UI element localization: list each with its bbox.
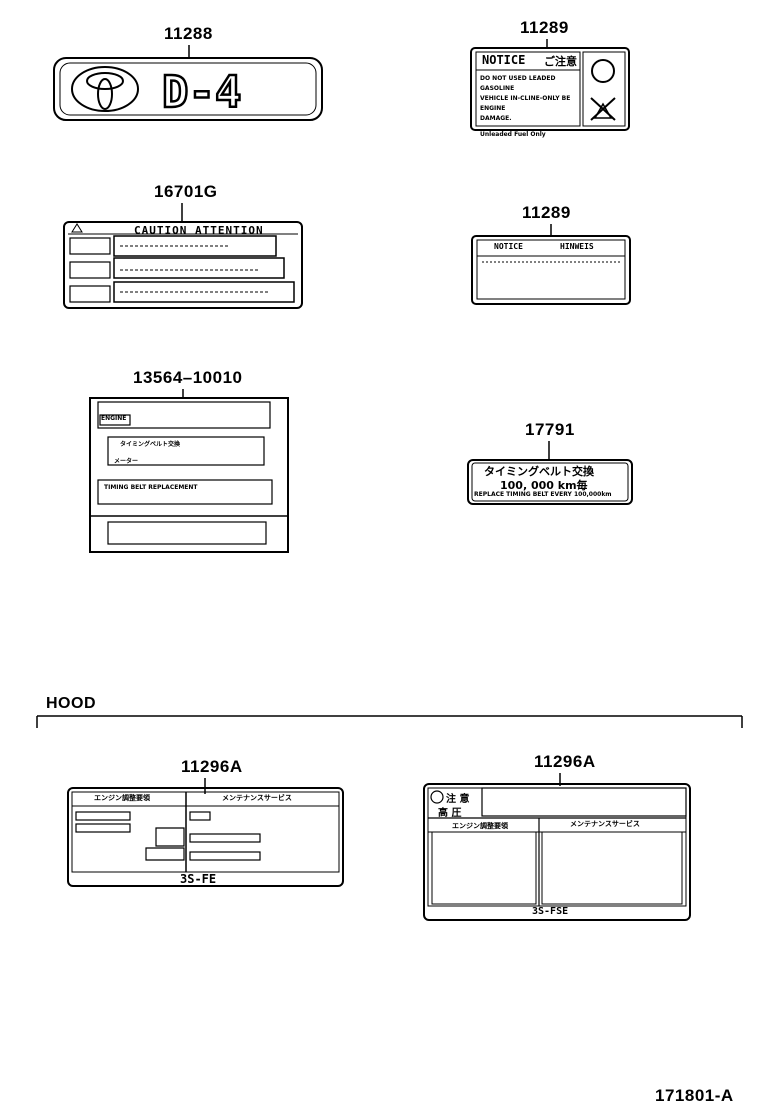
timing-belt-replacement: TIMING BELT REPLACEMENT bbox=[104, 484, 198, 491]
part-number-13564: 13564–10010 bbox=[133, 368, 243, 387]
caution-jp: 注 意 bbox=[446, 794, 470, 805]
part-number-11289-mid: 11289 bbox=[522, 203, 571, 222]
engine-code-left: 3S-FE bbox=[180, 872, 217, 886]
interval-en-line: REPLACE TIMING BELT EVERY 100,000km bbox=[474, 491, 612, 498]
no-leaded-fuel-icon bbox=[590, 97, 616, 121]
interval-jp-line: タイミングベルト交換 bbox=[484, 465, 594, 478]
timing-belt-info-label bbox=[89, 397, 289, 553]
part-number-17791: 17791 bbox=[525, 420, 575, 439]
d4-logo-text: D-4 bbox=[162, 67, 241, 118]
timing-belt-interval-label bbox=[467, 459, 633, 505]
warning-circle-icon bbox=[430, 790, 444, 804]
notice-hinweis-label bbox=[471, 235, 631, 305]
d4-emblem-label: D-4 bbox=[53, 57, 323, 121]
part-number-11296a-right: 11296A bbox=[534, 752, 596, 771]
emission-label-3sfe bbox=[67, 787, 344, 887]
notice-label-top bbox=[470, 47, 630, 131]
caution-header: CAUTION ATTENTION bbox=[134, 224, 264, 237]
notice-jp-heading: ご注意 bbox=[544, 55, 577, 68]
caution-label bbox=[63, 221, 303, 309]
engine-tuning-heading-right: エンジン調整要領 bbox=[452, 822, 508, 830]
part-number-11288: 11288 bbox=[164, 24, 213, 43]
emission-label-3sfse bbox=[423, 783, 691, 921]
engine-code-right: 3S-FSE bbox=[532, 906, 569, 917]
meter-jp: メーター bbox=[114, 458, 139, 465]
maintenance-heading-left: メンテナンスサービス bbox=[222, 794, 292, 802]
maintenance-heading-right: メンテナンスサービス bbox=[570, 820, 640, 828]
notice-heading-top: NOTICE bbox=[482, 53, 526, 67]
part-number-11296a-left: 11296A bbox=[181, 757, 243, 776]
part-number-16701g: 16701G bbox=[154, 182, 218, 201]
reference-code: 171801-A bbox=[655, 1086, 734, 1105]
toyota-logo-icon bbox=[71, 66, 139, 112]
hinweis-heading: HINWEIS bbox=[560, 242, 594, 251]
part-number-11289-top: 11289 bbox=[520, 18, 569, 37]
interval-km-line: 100, 000 km毎 bbox=[500, 479, 588, 492]
notice-body: DO NOT USED LEADED GASOLINE VEHICLE IN-C… bbox=[480, 75, 571, 138]
notice-heading-mid: NOTICE bbox=[494, 242, 523, 251]
high-pressure-jp: 高 圧 bbox=[438, 808, 462, 819]
timing-belt-jp: タイミングベルト交換 bbox=[120, 441, 181, 448]
engine-tuning-heading-left: エンジン調整要領 bbox=[94, 794, 150, 802]
hood-label: HOOD bbox=[46, 695, 96, 712]
fuel-nozzle-icon bbox=[591, 59, 615, 83]
engine-field: ENGINE bbox=[101, 415, 127, 422]
warning-triangle-icon bbox=[71, 223, 83, 233]
